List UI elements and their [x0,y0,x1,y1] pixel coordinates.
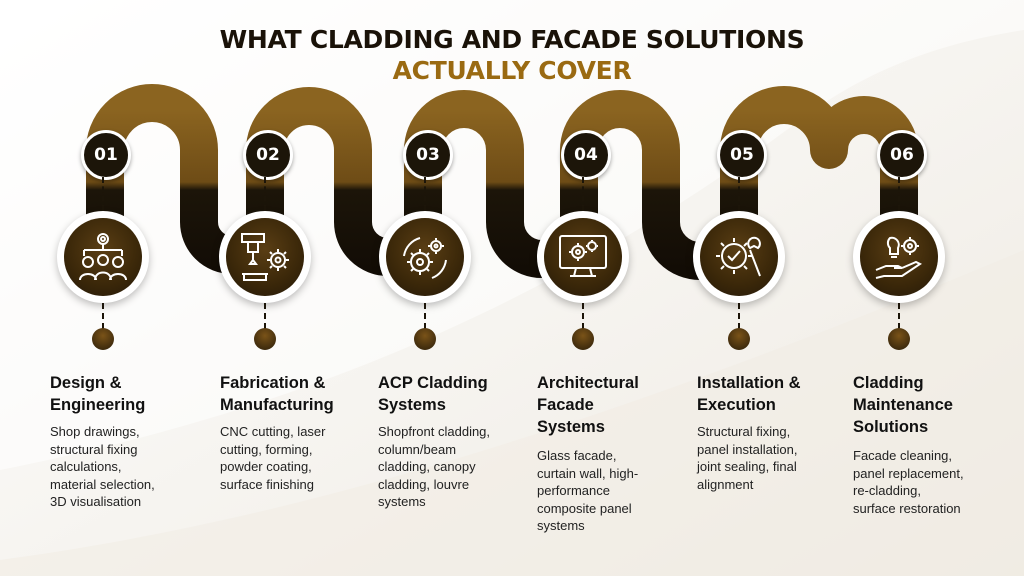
connector-line [102,177,104,211]
step-dot [254,328,276,350]
step-icon-circle [693,211,785,303]
step-title: Design &Engineering [50,374,146,414]
connector-line [582,303,584,329]
step-number-badge: 04 [561,130,611,180]
step-icon-circle [379,211,471,303]
gear-wrench-icon [716,236,761,277]
step-icon-circle [57,211,149,303]
step-2: 02 Fabrication &Manufacturing CNC cuttin… [219,0,380,576]
connector-line [424,303,426,329]
step-number-badge: 01 [81,130,131,180]
title-line-2: ACTUALLY COVER [392,56,632,85]
step-dot [92,328,114,350]
connector-line [898,303,900,329]
connector-line [264,177,266,211]
step-dot [572,328,594,350]
page-title: WHAT CLADDING AND FACADE SOLUTIONS ACTUA… [0,24,1024,86]
step-number-badge: 02 [243,130,293,180]
step-number-badge: 03 [403,130,453,180]
connector-line [582,177,584,211]
connector-line [264,303,266,329]
step-dot [414,328,436,350]
step-5: 05 Installation &Execution Structural fi… [693,0,857,576]
step-description: Shopfront cladding,column/beam cladding,… [378,424,491,509]
step-description: Shop drawings,structural fixing calculat… [50,424,155,509]
connector-line [102,303,104,329]
step-1: 01 Design &Engineering Shop drawings,str… [50,0,210,576]
step-number-badge: 05 [717,130,767,180]
step-icon-circle [219,211,311,303]
hand-bulb-gear-icon [875,236,922,279]
step-description: Facade cleaning,panel replacement, re-cl… [853,448,964,516]
step-title: Installation &Execution [697,374,801,414]
connector-line [738,177,740,211]
cnc-machine-icon [241,233,289,281]
step-description: Glass facade,curtain wall, high- perform… [537,448,639,533]
step-title: Fabrication &Manufacturing [220,374,334,414]
step-dot [728,328,750,350]
step-icon-circle [853,211,945,303]
team-engineering-icon [79,233,127,281]
connector-line [738,303,740,329]
gears-cycle-icon [403,237,447,279]
step-dot [888,328,910,350]
title-line-1: WHAT CLADDING AND FACADE SOLUTIONS [219,25,805,54]
connector-line [898,177,900,211]
step-description: Structural fixing,panel installation, jo… [697,424,798,492]
connector-line [424,177,426,211]
step-icon-circle [537,211,629,303]
step-number-badge: 06 [877,130,927,180]
monitor-gears-icon [559,235,607,277]
